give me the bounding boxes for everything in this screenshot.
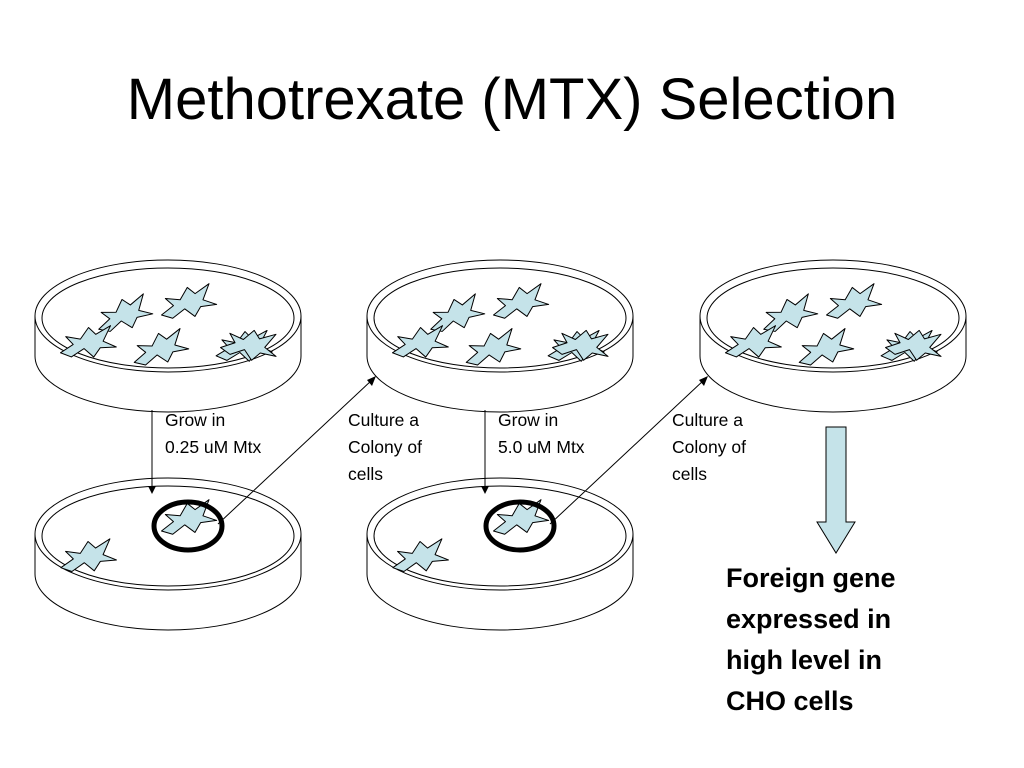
result-arrow <box>816 426 856 554</box>
culture-arrow-2 <box>549 376 708 525</box>
petri-dish-bottom-2 <box>366 477 634 631</box>
result-text: Foreign gene expressed in high level in … <box>726 563 896 716</box>
label-grow-1: Grow in 0.25 uM Mtx <box>165 410 262 457</box>
label-culture-2: Culture a Colony of cells <box>672 410 746 484</box>
selected-colony-circle <box>483 499 557 553</box>
petri-dish-top-2 <box>366 259 634 413</box>
grow-arrow-2 <box>481 410 489 494</box>
petri-dish-top-3 <box>699 259 967 413</box>
petri-dish-bottom-1 <box>34 477 302 631</box>
grow-arrow-1 <box>148 410 156 494</box>
selected-colony-circle <box>151 499 225 553</box>
slide-title: Methotrexate (MTX) Selection <box>126 67 898 132</box>
label-grow-2: Grow in 5.0 uM Mtx <box>498 410 585 457</box>
label-culture-1: Culture a Colony of cells <box>348 410 422 484</box>
petri-dish-top-1 <box>34 259 302 413</box>
culture-arrow-1 <box>217 376 376 525</box>
